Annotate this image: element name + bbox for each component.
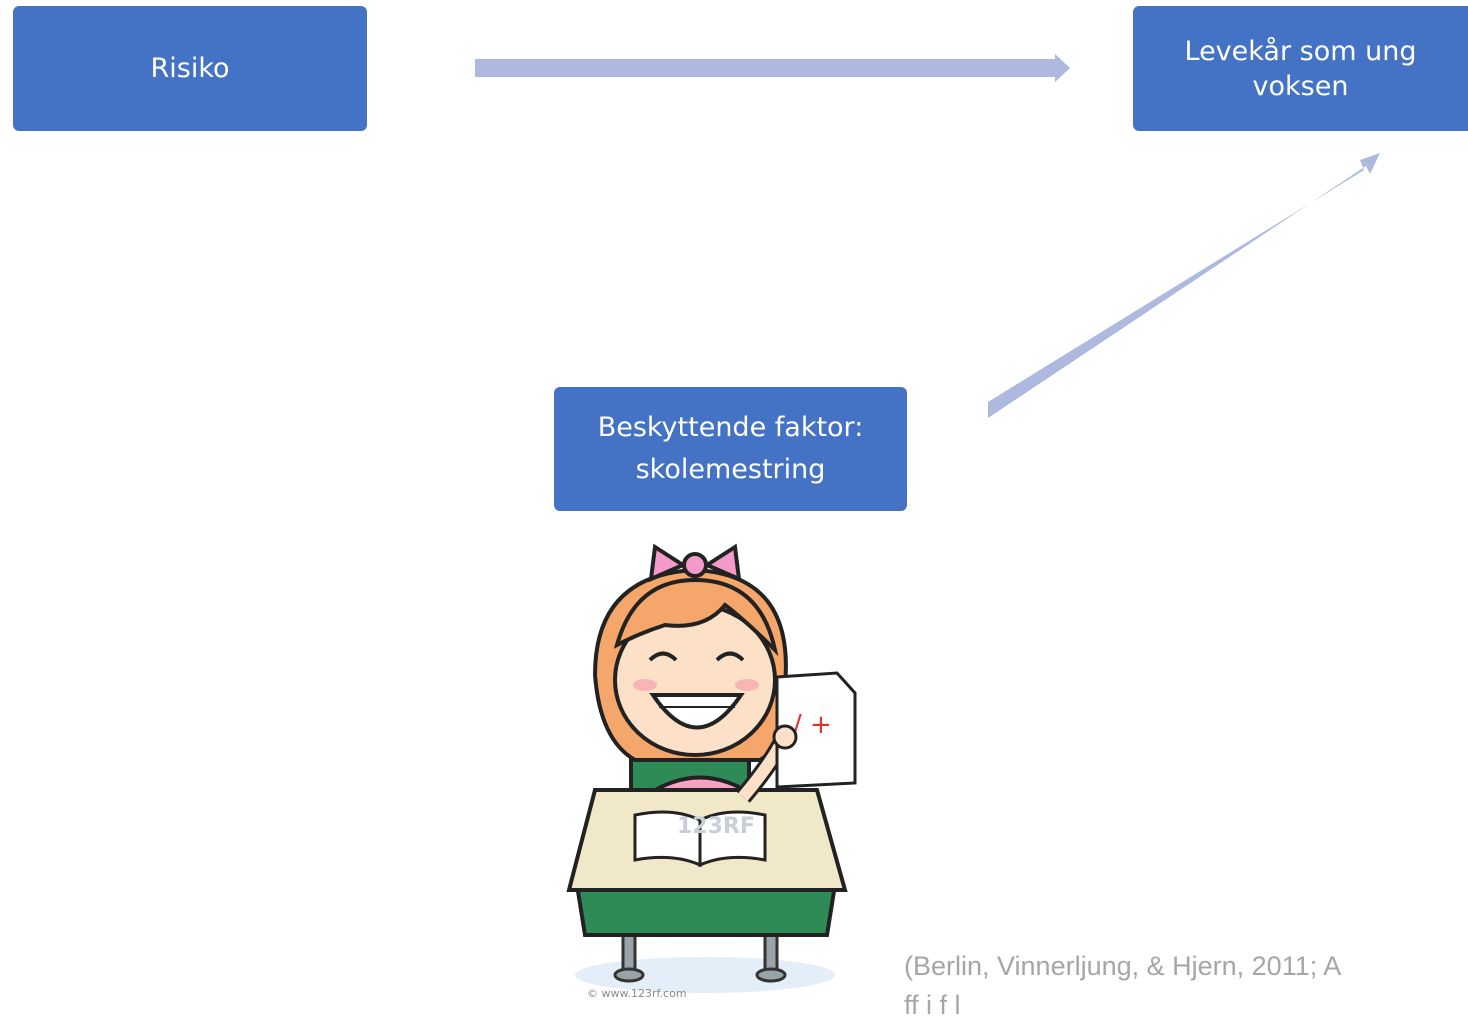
citation-line-1: (Berlin, Vinnerljung, & Hjern, 2011; A: [904, 951, 1342, 981]
paper-grade: / +: [793, 710, 832, 740]
protective-to-outcome-arrow: [988, 153, 1380, 418]
risk-label: Risiko: [150, 52, 230, 84]
girl-at-desk-illustration: 123RF / + © www.123rf.com: [566, 543, 857, 1000]
outcome-box: Levekår som ung voksen: [1133, 6, 1468, 131]
protective-factor-label: Beskyttende faktor:: [597, 412, 864, 444]
protective-factor-box: Beskyttende faktor: skolemestring: [554, 387, 907, 511]
risk-to-outcome-arrow: [475, 54, 1070, 82]
book-watermark: 123RF: [677, 814, 755, 839]
citation: (Berlin, Vinnerljung, & Hjern, 2011; A f…: [904, 951, 1468, 1021]
outcome-label: Levekår som ung voksen: [1184, 36, 1417, 103]
risk-box: Risiko: [13, 6, 367, 131]
citation-line-2: ff i f l: [904, 990, 961, 1020]
image-watermark: © www.123rf.com: [587, 987, 687, 1000]
protective-factor-value: skolemestring: [635, 454, 826, 485]
